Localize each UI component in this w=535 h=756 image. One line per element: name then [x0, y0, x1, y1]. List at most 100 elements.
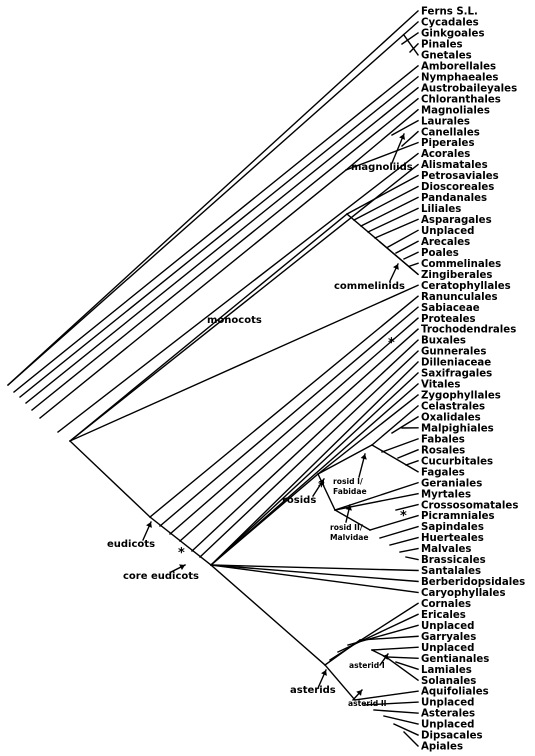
branch-alismatales — [69, 163, 419, 442]
taxon-label: Canellales — [421, 127, 480, 138]
clade-label-rosid-1-line1: rosid I/ — [333, 477, 363, 486]
taxon-label: Sapindales — [421, 522, 484, 533]
support-markers: * * * * — [178, 336, 407, 561]
clade-label-magnoliids: magnoliids — [351, 162, 413, 173]
clade-label-asterid-1: asterid I — [349, 661, 385, 670]
taxon-label: Cucurbitales — [421, 456, 493, 467]
branch-ginkgoales — [401, 31, 419, 45]
branch-nymphaeales — [19, 75, 419, 398]
branch-dioscoreales — [353, 185, 419, 221]
branch-ferns — [7, 10, 419, 386]
arrow-asterids-head — [321, 670, 327, 676]
branch-sapindales — [379, 525, 419, 539]
clade-label-core-eudicots: core eudicots — [123, 571, 199, 582]
taxon-label: Solanales — [421, 676, 476, 687]
taxon-label: Huerteales — [421, 533, 484, 544]
taxon-label: Acorales — [421, 149, 470, 160]
taxon-label: Malpighiales — [421, 423, 494, 434]
branch-ranunculales — [149, 295, 419, 518]
taxon-label: Unplaced — [421, 226, 474, 237]
branch-rosales — [397, 448, 419, 459]
taxon-label: Pinales — [421, 40, 463, 51]
taxon-label: Petrosaviales — [421, 171, 499, 182]
branch-commelinales — [409, 262, 419, 267]
star-marker-core-eudicots: * — [178, 546, 185, 561]
taxon-label: Trochodendrales — [421, 325, 516, 336]
branch-unplaced-asterid — [347, 624, 419, 646]
taxon-label: Unplaced — [421, 698, 474, 709]
taxon-label: Unplaced — [421, 720, 474, 731]
branch-trochodendrales — [179, 328, 419, 542]
taxon-label: Proteales — [421, 314, 476, 325]
taxon-label: Zingiberales — [421, 270, 492, 281]
taxon-label: Chloranthales — [421, 94, 501, 105]
branch-unplaced-campanulid — [363, 701, 419, 706]
taxon-label: Caryophyllales — [421, 588, 506, 599]
taxon-label: Gunnerales — [421, 347, 486, 358]
tree-branches — [7, 10, 419, 747]
taxon-label: Austrobaileyales — [421, 83, 517, 94]
taxon-label: Asparagales — [421, 215, 492, 226]
clade-labels: monocots magnoliids commelinids eudicots… — [107, 162, 413, 708]
taxon-label: Lamiales — [421, 665, 472, 676]
taxon-label: Unplaced — [421, 643, 474, 654]
branch-picramniales — [369, 514, 419, 531]
taxon-label: Poales — [421, 248, 459, 259]
taxon-label: Saxifragales — [421, 369, 492, 380]
branch-amborellales — [13, 64, 419, 393]
taxon-label: Fabales — [421, 434, 465, 445]
branch-laurales — [391, 119, 419, 136]
taxon-label: Commelinales — [421, 259, 501, 270]
star-marker-malvidae: * — [400, 509, 407, 524]
taxon-label: Piperales — [421, 138, 475, 149]
clade-label-asterids: asterids — [290, 685, 336, 696]
arrow-core-eudicots-head — [179, 564, 185, 571]
taxon-label: Celastrales — [421, 402, 485, 413]
branch-seed-plants — [7, 20, 419, 386]
taxon-label: Nymphaeales — [421, 72, 498, 83]
taxon-label: Unplaced — [421, 621, 474, 632]
taxon-label: Dioscoreales — [421, 182, 494, 193]
branch-lamiids-stem — [324, 639, 361, 666]
clade-label-rosids: rosids — [282, 495, 316, 506]
arrow-magnoliids — [391, 133, 405, 164]
branch-ceratophyllales — [69, 284, 419, 442]
branch-ginkgo-conifers — [402, 33, 419, 56]
taxon-label: Alismatales — [421, 160, 488, 171]
taxon-label: Ceratophyllales — [421, 281, 511, 292]
branch-oxalidales — [391, 415, 419, 434]
clade-label-commelinids: commelinids — [334, 281, 405, 292]
taxon-label: Cycadales — [421, 18, 479, 29]
branch-pinales — [409, 42, 419, 53]
branch-proteales — [169, 317, 419, 535]
taxon-label: Pandanales — [421, 193, 487, 204]
branch-zygophyllales — [317, 393, 419, 475]
taxon-label: Rosales — [421, 445, 465, 456]
taxon-label: Arecales — [421, 237, 470, 248]
taxon-label: Berberidopsidales — [421, 577, 525, 588]
taxon-label: Liliales — [421, 204, 461, 215]
branch-dipsacales — [393, 723, 419, 736]
star-marker-rosids: * — [318, 480, 325, 495]
branch-geraniales — [334, 481, 419, 511]
taxon-label: Amborellales — [421, 61, 496, 72]
taxon-label: Aquifoliales — [421, 687, 489, 698]
clade-label-rosid-1-line2: Fabidae — [333, 487, 367, 496]
taxon-label: Laurales — [421, 116, 470, 127]
taxon-label: Buxales — [421, 336, 466, 347]
taxon-label: Oxalidales — [421, 412, 481, 423]
branch-monocot-core — [69, 213, 348, 442]
taxon-label: Brassicales — [421, 555, 486, 566]
taxon-label: Magnoliales — [421, 105, 490, 116]
branch-garryales — [359, 635, 419, 641]
taxon-label: Ranunculales — [421, 292, 498, 303]
taxon-label: Santalales — [421, 566, 481, 577]
branch-chloranthales — [31, 97, 419, 411]
taxon-label: Geraniales — [421, 478, 482, 489]
branch-zingiberales-connector — [379, 241, 419, 276]
branch-acorales — [57, 152, 419, 433]
branch-liliales — [367, 207, 419, 233]
taxon-label: Picramniales — [421, 511, 495, 522]
clade-pointer-arrows — [142, 133, 406, 701]
arrow-commelinids-head — [392, 264, 399, 270]
